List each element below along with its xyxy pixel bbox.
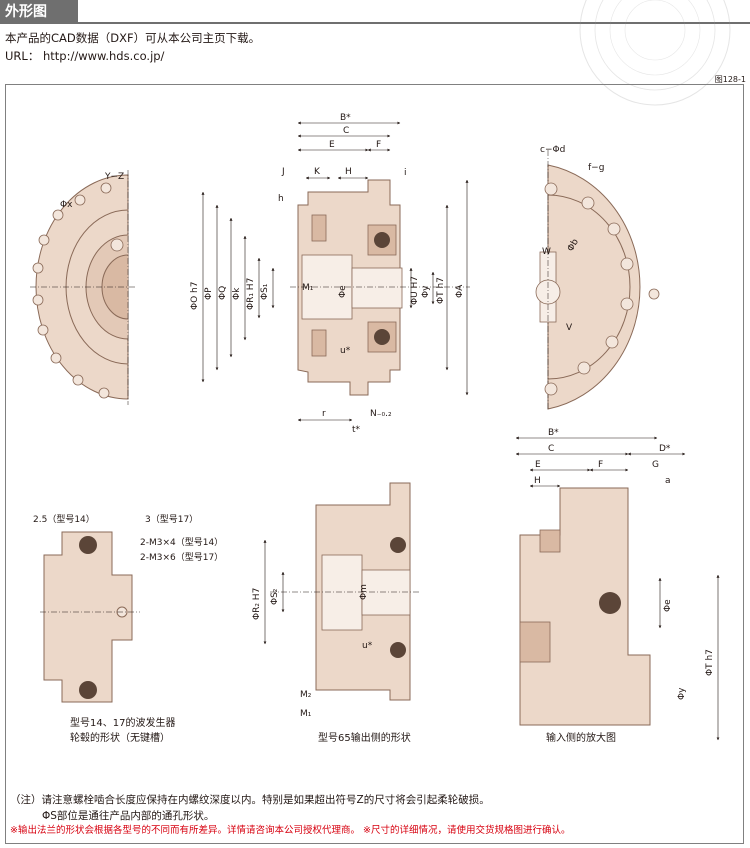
note-red: ※输出法兰的形状会根据各型号的不同而有所差异。详情请咨询本公司授权代理商。 ※尺… [10, 825, 571, 836]
label-phi-x: Φx [60, 200, 73, 210]
notes-block: （注）请注意螺栓啮合长度应保持在内螺纹深度以内。特别是如果超出符号Z的尺寸将会引… [10, 792, 490, 824]
label-u-star: u* [340, 346, 351, 356]
label-c: C [343, 126, 349, 136]
label-b-star: B* [340, 113, 351, 123]
label-u-star-2: u* [362, 641, 373, 651]
label-phi-u-h7: ΦU H7 [410, 276, 420, 305]
label-t-star: t* [352, 425, 361, 435]
caption-output-side: 型号65输出侧的形状 [318, 731, 411, 744]
label-phi-k: Φk [232, 287, 242, 300]
label-r: r [322, 409, 326, 419]
label-v: V [566, 323, 573, 333]
homepage-url[interactable]: URL： http://www.hds.co.jp/ [5, 49, 165, 63]
label-phi-o-h7: ΦO h7 [190, 282, 200, 310]
label-phi-t-h7: ΦT h7 [436, 277, 446, 304]
label-j: J [281, 167, 285, 177]
label-m2: M₂ [300, 690, 312, 700]
label-h-2: H [534, 476, 541, 486]
drawing-frame [5, 84, 744, 844]
label-phi-r1-h7: ΦR₁ H7 [246, 278, 256, 310]
label-c-2: C [548, 444, 554, 454]
caption-input-side: 输入侧的放大图 [546, 731, 616, 744]
label-f: F [376, 140, 381, 150]
input-side-enlarged-view: B* C D* E F G H a Φe ΦT h7 Φy 输入侧的放大图 [515, 428, 720, 744]
label-phi-r2-h7: ΦR₂ H7 [252, 588, 262, 620]
label-h-small: h [278, 194, 284, 204]
label-wg-tap-14: 2-M3×4（型号14） [140, 537, 223, 548]
label-phi-p: ΦP [204, 287, 214, 300]
label-d-star: D* [659, 444, 671, 454]
watermark-seal-icon [579, 0, 731, 106]
label-phi-y: Φy [421, 285, 431, 298]
right-end-view: c−Φd f−g W Φb V [535, 145, 660, 410]
left-end-view: Φx Y−Z [30, 170, 135, 405]
label-a: a [665, 476, 671, 486]
label-m1-2: M₁ [300, 709, 312, 719]
cad-intro-text: 本产品的CAD数据（DXF）可从本公司主页下载。 [5, 31, 261, 45]
label-phi-q: ΦQ [218, 286, 228, 300]
caption-wave-gen-1: 型号14、17的波发生器 [70, 716, 175, 729]
label-i: i [404, 168, 407, 178]
label-w: W [542, 247, 551, 257]
label-wg-dim-17: 3（型号17） [145, 514, 198, 525]
wave-generator-view: 2.5（型号14） 3（型号17） 2-M3×4（型号14） 2-M3×6（型号… [33, 514, 223, 744]
label-k: K [314, 167, 321, 177]
label-phi-e-2: Φe [663, 599, 673, 612]
label-phi-m: Φm [359, 584, 369, 600]
label-phi-s1: ΦS₁ [260, 283, 270, 300]
label-phi-e: Φe [338, 285, 348, 298]
label-c-phi-d: c−Φd [540, 145, 565, 155]
section-header: 外形图 [0, 0, 750, 24]
label-f-2: F [598, 460, 603, 470]
label-y-z: Y−Z [104, 172, 124, 182]
main-section-view: B* C E F J K H i h ΦO h7 ΦP ΦQ Φk ΦR₁ H7… [190, 113, 470, 435]
label-h-dim: H [345, 167, 352, 177]
label-phi-a: ΦA [455, 284, 465, 298]
label-m1: M₁ [302, 283, 314, 293]
note-line-1: （注）请注意螺栓啮合长度应保持在内螺纹深度以内。特别是如果超出符号Z的尺寸将会引… [10, 794, 490, 806]
label-phi-s2: ΦS₂ [270, 588, 280, 605]
label-wg-tap-17: 2-M3×6（型号17） [140, 552, 223, 563]
figure-number: 图128-1 [714, 75, 746, 84]
label-phi-y-2: Φy [677, 687, 687, 700]
label-g: G [652, 460, 659, 470]
caption-wave-gen-2: 轮毂的形状（无键槽） [70, 731, 170, 744]
output-side-view: ΦR₂ H7 ΦS₂ Φm u* M₂ M₁ 型号65输出侧的形状 [252, 482, 420, 744]
label-b-star-2: B* [548, 428, 559, 438]
note-line-2: ΦS部位是通往产品内部的通孔形状。 [42, 810, 215, 822]
section-title: 外形图 [0, 0, 78, 24]
label-e-2: E [535, 460, 541, 470]
label-n: N₋₀.₂ [370, 409, 392, 419]
label-e: E [329, 140, 335, 150]
label-phi-t-h7-2: ΦT h7 [705, 649, 715, 676]
label-f-g: f−g [588, 163, 604, 173]
label-wg-dim-14: 2.5（型号14） [33, 514, 95, 525]
header-underline [78, 22, 750, 24]
